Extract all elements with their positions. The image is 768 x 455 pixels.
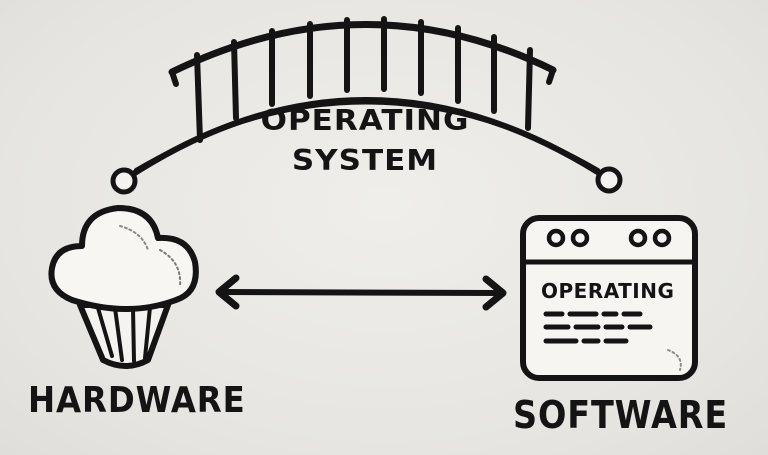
bridge-label-line2: SYSTEM [291, 144, 439, 178]
cupcake-icon [48, 205, 199, 369]
bridge-icon [110, 16, 623, 195]
double-headed-arrow-icon [215, 274, 507, 311]
app-window-icon [520, 215, 698, 381]
software-label: SOFTWARE [513, 393, 729, 437]
bridge-label-line1: OPERATING [260, 104, 470, 138]
hardware-label: HARDWARE [28, 380, 246, 421]
app-window-title: OPERATING [541, 279, 675, 303]
